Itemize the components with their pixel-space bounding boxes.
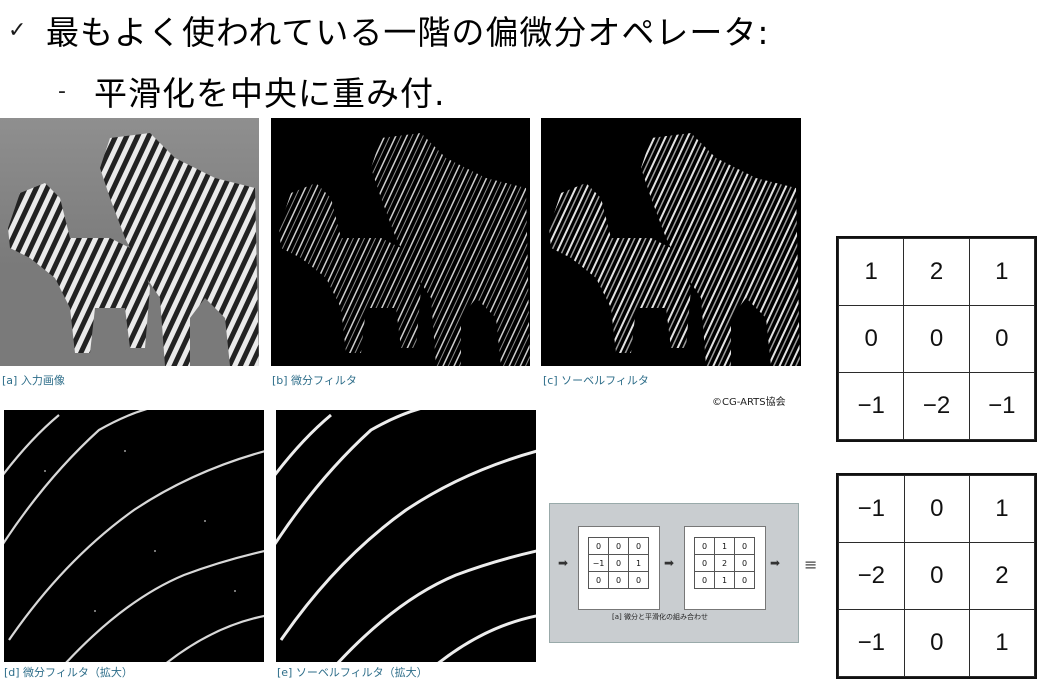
sobel-kernel-horizontal: −1 0 1 −2 0 2 −1 0 1 xyxy=(836,473,1037,679)
kernel-cell: −1 xyxy=(588,554,609,572)
kernel-cell: 0 xyxy=(968,305,1036,373)
kernel-cell: 0 xyxy=(628,537,649,555)
equivalence-symbol: ≡ xyxy=(804,555,818,574)
kernel-cell: 0 xyxy=(608,537,629,555)
kernel-cell: 0 xyxy=(734,537,755,555)
sobel-zoom-image xyxy=(276,410,536,662)
kernel-cell: 0 xyxy=(734,571,755,589)
kernel-cell: 0 xyxy=(903,475,970,543)
kernel-cell: 0 xyxy=(628,571,649,589)
kernel-cell: 0 xyxy=(837,305,905,373)
arrow-right-icon: ➡ xyxy=(770,556,781,570)
derivative-kernel: 0 0 0 −1 0 1 0 0 0 xyxy=(588,537,649,589)
input-image xyxy=(0,118,259,366)
dash-icon: - xyxy=(58,78,66,104)
kernel-cell: 0 xyxy=(694,537,715,555)
kernel-cell: 0 xyxy=(903,609,970,677)
kernel-cell: 1 xyxy=(628,554,649,572)
kernel-cell: −1 xyxy=(837,372,905,440)
kernel-cell: 1 xyxy=(968,238,1036,306)
main-bullet-text: 最もよく使われている一階の偏微分オペレータ: xyxy=(46,13,770,52)
kernel-cell: 0 xyxy=(608,571,629,589)
sub-bullet: - 平滑化を中央に重み付. xyxy=(58,70,446,113)
kernel-cell: 0 xyxy=(694,554,715,572)
kernel-cell: 2 xyxy=(903,238,970,306)
kernel-table: −1 0 1 −2 0 2 −1 0 1 xyxy=(838,475,1036,677)
kernel-cell: 1 xyxy=(837,238,905,306)
kernel-cell: −1 xyxy=(968,372,1036,440)
smoothing-kernel: 0 1 0 0 2 0 0 1 0 xyxy=(694,537,755,589)
kernel-cell: 1 xyxy=(714,537,735,555)
checkmark-icon: ✓ xyxy=(8,17,27,43)
sobel-kernel-vertical: 1 2 1 0 0 0 −1 −2 −1 xyxy=(836,236,1037,442)
kernel-cell: 1 xyxy=(968,475,1036,543)
kernel-cell: −1 xyxy=(838,609,905,677)
caption-a: [a] 入力画像 xyxy=(2,374,65,387)
kernel-cell: 0 xyxy=(588,537,609,555)
derivative-filter-image xyxy=(271,118,530,366)
kernel-cell: −1 xyxy=(838,475,905,543)
kernel-cell: 2 xyxy=(714,554,735,572)
derivative-zoom-image xyxy=(4,410,264,662)
kernel-cell: 0 xyxy=(903,542,970,610)
kernel-cell: 0 xyxy=(588,571,609,589)
caption-b: [b] 微分フィルタ xyxy=(272,374,357,387)
smoothing-kernel-box: 0 1 0 0 2 0 0 1 0 xyxy=(684,526,766,610)
sobel-filter-image xyxy=(541,118,801,366)
kernel-cell: 2 xyxy=(968,542,1036,610)
copyright-credit: ©CG-ARTS協会 xyxy=(712,397,786,408)
kernel-cell: 1 xyxy=(714,571,735,589)
kernel-cell: 0 xyxy=(694,571,715,589)
arrow-right-icon: ➡ xyxy=(664,556,675,570)
main-bullet: ✓ 最もよく使われている一階の偏微分オペレータ: xyxy=(8,8,769,52)
caption-e: [e] ソーベルフィルタ（拡大） xyxy=(277,666,428,679)
kernel-cell: 1 xyxy=(968,609,1036,677)
kernel-cell: 0 xyxy=(903,305,970,373)
caption-d: [d] 微分フィルタ（拡大） xyxy=(4,666,133,679)
kernel-table: 1 2 1 0 0 0 −1 −2 −1 xyxy=(837,238,1036,440)
kernel-cell: 0 xyxy=(734,554,755,572)
diagram-caption: [a] 微分と平滑化の組み合わせ xyxy=(612,613,708,621)
kernel-cell: −2 xyxy=(903,372,970,440)
kernel-cell: −2 xyxy=(838,542,905,610)
caption-c: [c] ソーベルフィルタ xyxy=(543,374,649,387)
derivative-kernel-box: 0 0 0 −1 0 1 0 0 0 xyxy=(578,526,660,610)
arrow-right-icon: ➡ xyxy=(558,556,569,570)
kernel-cell: 0 xyxy=(608,554,629,572)
combination-diagram: ➡ 0 0 0 −1 0 1 0 0 0 ➡ 0 1 0 xyxy=(549,503,799,643)
sub-bullet-text: 平滑化を中央に重み付. xyxy=(94,74,446,113)
